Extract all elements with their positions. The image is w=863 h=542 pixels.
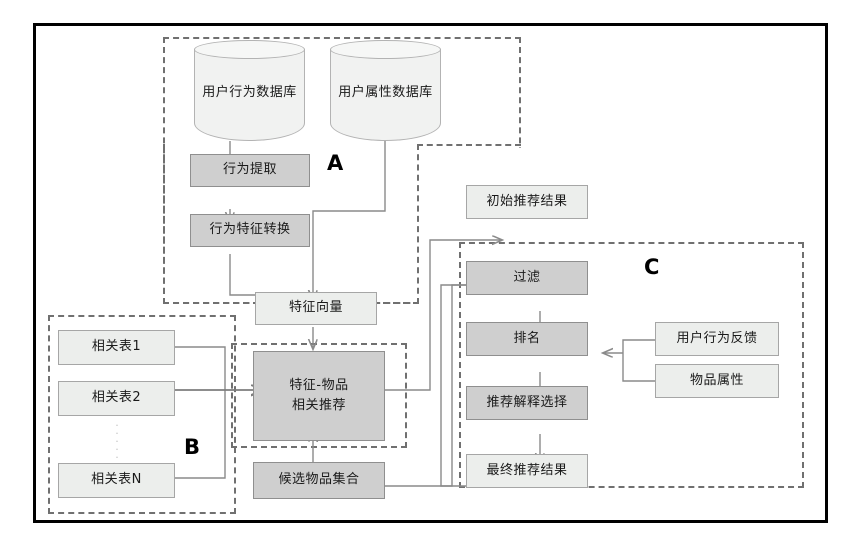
related-tables-ellipsis: ····· (115, 419, 119, 464)
node-initial-recommend-result[interactable]: 初始推荐结果 (466, 185, 588, 219)
node-candidate-item-set[interactable]: 候选物品集合 (253, 462, 385, 499)
cylinder-body (330, 49, 441, 141)
group-a-label: A (327, 151, 344, 175)
node-feature-item-recommend[interactable]: 特征-物品 相关推荐 (253, 351, 385, 441)
node-user-behavior-db[interactable]: 用户行为数据库 (194, 40, 305, 141)
node-label-line2: 相关推荐 (291, 397, 346, 413)
group-b-label: B (184, 435, 201, 459)
cylinder-top (330, 40, 441, 59)
cylinder-body (194, 49, 305, 141)
node-label-line1: 特征-物品 (289, 378, 349, 394)
cylinder-top (194, 40, 305, 59)
node-related-table-1[interactable]: 相关表1 (58, 330, 175, 365)
node-related-table-2[interactable]: 相关表2 (58, 381, 175, 416)
node-final-recommend-result[interactable]: 最终推荐结果 (466, 454, 588, 488)
diagram-outer-frame: A B C (33, 23, 828, 523)
node-ranking[interactable]: 排名 (466, 322, 588, 356)
node-label: 用户行为数据库 (202, 85, 297, 100)
node-behavior-extract[interactable]: 行为提取 (190, 154, 310, 187)
group-a-step-top-edge (417, 144, 521, 146)
node-user-attribute-db[interactable]: 用户属性数据库 (330, 40, 441, 141)
node-behavior-feature-transform[interactable]: 行为特征转换 (190, 214, 310, 247)
node-label: 用户属性数据库 (338, 85, 433, 100)
node-recommend-explain-select[interactable]: 推荐解释选择 (466, 386, 588, 420)
group-c-label: C (644, 255, 660, 279)
node-filter[interactable]: 过滤 (466, 261, 588, 295)
group-box-b (48, 315, 236, 514)
node-feature-vector[interactable]: 特征向量 (255, 292, 377, 325)
node-related-table-n[interactable]: 相关表N (58, 463, 175, 498)
node-item-attribute[interactable]: 物品属性 (655, 364, 779, 398)
node-user-behavior-feedback[interactable]: 用户行为反馈 (655, 322, 779, 356)
